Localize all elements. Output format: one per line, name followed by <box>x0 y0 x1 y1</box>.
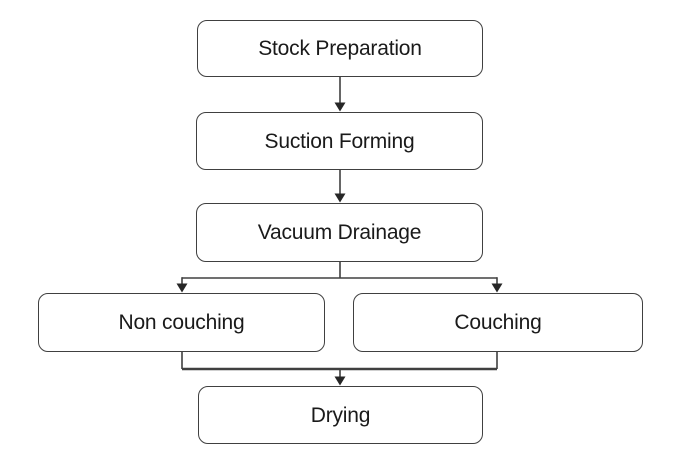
flow-node-label: Suction Forming <box>264 129 415 153</box>
flow-node-vacuum-drainage: Vacuum Drainage <box>196 203 483 262</box>
arrowhead-stock-to-suction <box>334 102 346 112</box>
flow-node-label: Drying <box>310 403 371 427</box>
flow-node-non-couching: Non couching <box>38 293 325 352</box>
flow-node-suction-forming: Suction Forming <box>196 112 483 170</box>
flow-node-label: Stock Preparation <box>258 37 422 60</box>
flow-node-label: Couching <box>454 311 542 334</box>
flow-node-label: Vacuum Drainage <box>257 221 422 244</box>
flow-node-drying: Drying <box>198 386 483 444</box>
flow-node-label: Non couching <box>118 311 245 334</box>
arrowhead-merge-to-drying <box>334 376 346 386</box>
arrowhead-suction-to-vacuum <box>334 193 346 203</box>
arrowhead-branch-to-noncouching <box>176 283 188 293</box>
flow-node-couching: Couching <box>353 293 643 352</box>
flow-node-stock-preparation: Stock Preparation <box>197 20 483 77</box>
arrowhead-branch-to-couching <box>491 283 503 293</box>
